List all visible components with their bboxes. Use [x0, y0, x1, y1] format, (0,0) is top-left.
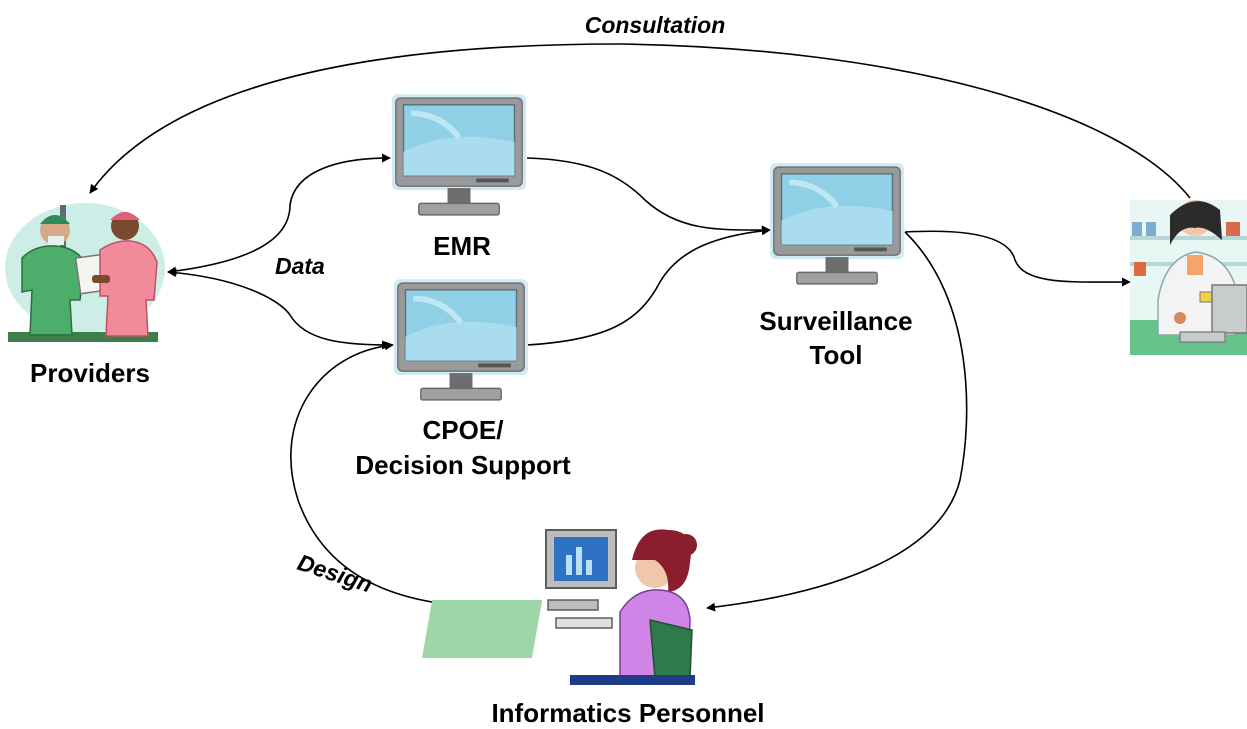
cpoe-monitor-icon [394, 279, 528, 402]
edges [89, 43, 1191, 612]
surveillance-label-line1: Surveillance [759, 306, 912, 336]
consultation-label: Consultation [585, 12, 726, 38]
edge-cpoe-to-surveillance [526, 226, 771, 346]
edge-surveillance-to-informatics [706, 231, 968, 612]
edge-providers-emr-data [167, 153, 391, 276]
data-label: Data [275, 253, 325, 279]
surveillance-label-line2: Tool [810, 340, 863, 370]
informatics-label: Informatics Personnel [491, 698, 764, 728]
design-label: Design [294, 549, 375, 597]
edge-emr-to-surveillance [526, 157, 771, 235]
edge-pharmacist-to-providers-consultation [89, 43, 1191, 199]
edge-providers-cpoe-data [167, 268, 391, 350]
clinicians-icon [5, 203, 165, 342]
surveillance-monitor-icon [770, 163, 904, 286]
cpoe-label-line2: Decision Support [355, 450, 571, 480]
pharmacist-icon [1130, 200, 1247, 355]
emr-monitor-icon [392, 94, 526, 217]
emr-label: EMR [433, 231, 491, 261]
cpoe-label-line1: CPOE/ [423, 415, 504, 445]
computer-user-icon [421, 529, 697, 685]
edge-surveillance-to-pharmacist [904, 230, 1131, 287]
providers-label: Providers [30, 358, 150, 388]
